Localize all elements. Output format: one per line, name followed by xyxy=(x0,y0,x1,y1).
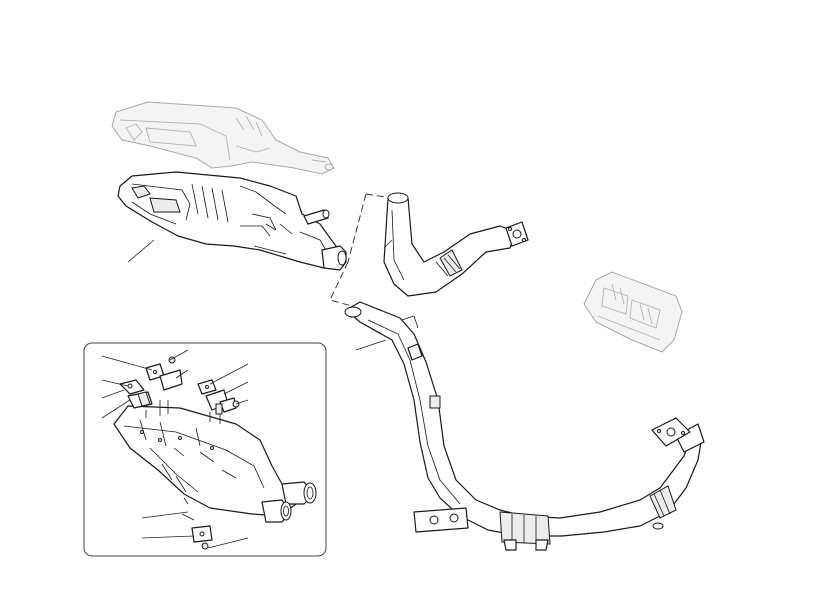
front-downpipe xyxy=(344,301,705,551)
ghost-catalyst-shield xyxy=(583,271,683,353)
connection-indicator xyxy=(329,193,393,307)
leader-4 xyxy=(101,379,129,387)
leader-6 xyxy=(101,399,131,419)
leader-11 xyxy=(141,535,195,539)
leader-upper-pipe xyxy=(383,239,393,249)
leader-10 xyxy=(141,511,189,519)
upper-intermediate-pipe xyxy=(383,192,529,297)
leader-12 xyxy=(207,537,249,549)
leader-3 xyxy=(175,369,189,379)
leader-8 xyxy=(223,381,249,395)
leader-1 xyxy=(101,355,153,371)
leader-9 xyxy=(235,399,249,405)
leader-5 xyxy=(101,389,125,399)
leader-7 xyxy=(209,363,249,385)
rear-muffler xyxy=(117,171,347,271)
detail-inset xyxy=(83,342,327,557)
leader-muffler xyxy=(127,239,155,263)
leader-2 xyxy=(169,349,189,361)
leader-front-pipe xyxy=(355,339,387,351)
ghost-heat-shield xyxy=(111,101,335,175)
